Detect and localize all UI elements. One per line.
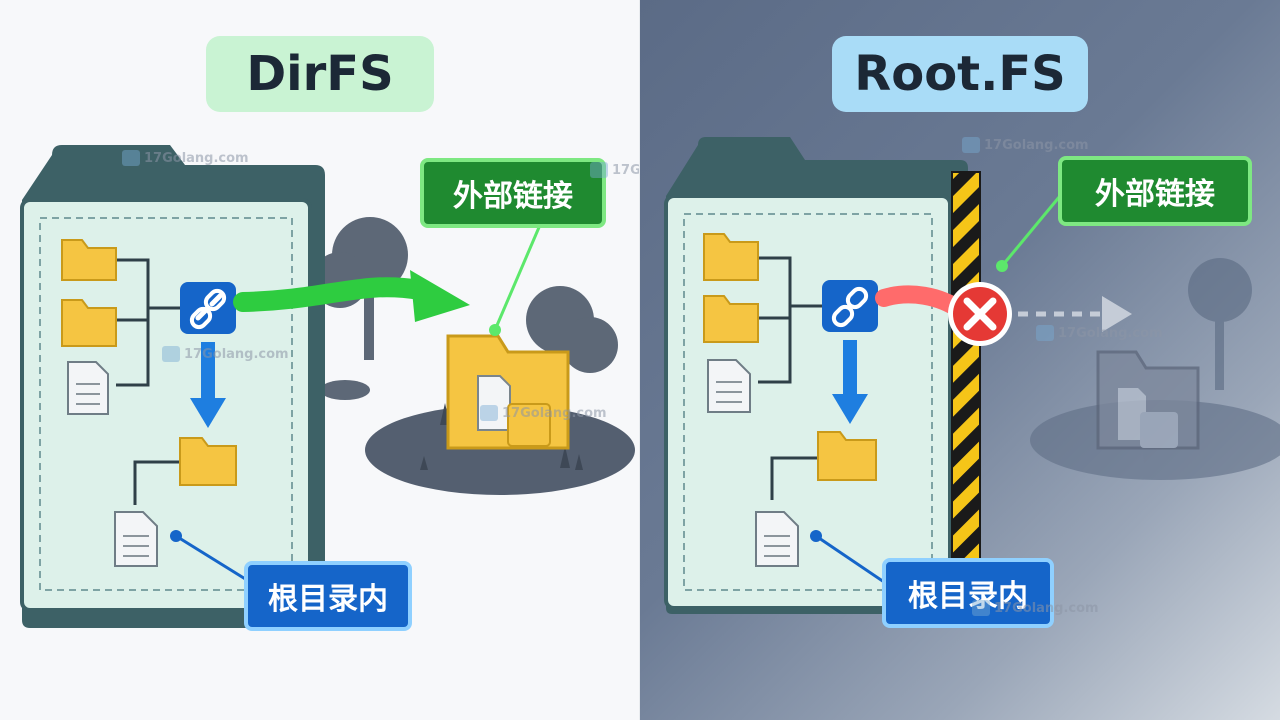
rootfs-panel: Root.FS xyxy=(640,0,1280,720)
watermark: 17Golang.com xyxy=(962,137,1089,153)
folder-icon xyxy=(703,295,759,343)
external-callout-dot xyxy=(996,260,1008,272)
dirfs-panel: DirFS xyxy=(20,36,640,631)
external-callout-line xyxy=(493,224,542,331)
in-root-callout: 根目录内 xyxy=(882,558,1054,628)
internal-callout-dot xyxy=(170,530,182,542)
external-link-callout: 外部链接 xyxy=(420,158,606,228)
internal-callout-line xyxy=(815,534,891,588)
tree-lines xyxy=(116,258,180,505)
external-callout-dot xyxy=(489,324,501,336)
symlink-icon xyxy=(822,280,878,332)
internal-callout-line xyxy=(175,534,256,587)
faded-external-folder-icon xyxy=(1096,350,1200,450)
dirfs-diagram xyxy=(20,145,635,628)
down-arrow xyxy=(832,340,868,424)
external-callout-line xyxy=(1000,195,1062,267)
watermark: 17Golang.com xyxy=(122,150,249,166)
in-root-callout: 根目录内 xyxy=(244,561,412,631)
rootfs-diagram xyxy=(664,137,1280,614)
watermark-logo-icon xyxy=(480,405,498,421)
watermark: 17Golang.com xyxy=(480,405,607,421)
watermark: 17Golang.com xyxy=(972,600,1099,616)
watermark-logo-icon xyxy=(1036,325,1054,341)
folder-icon xyxy=(817,431,877,481)
watermark: 17Golang.com xyxy=(590,162,640,178)
external-link-callout: 外部链接 xyxy=(1058,156,1252,226)
allowed-arrow-head xyxy=(410,270,470,322)
folder-icon xyxy=(703,233,759,281)
file-icon xyxy=(67,361,109,415)
hazard-barrier xyxy=(951,171,981,561)
folder-icon xyxy=(179,437,237,486)
dirfs-title: DirFS xyxy=(206,36,434,112)
watermark-logo-icon xyxy=(962,137,980,153)
folder-icon xyxy=(61,239,117,281)
folder-icon xyxy=(61,299,117,347)
external-folder-icon xyxy=(446,334,570,450)
file-icon xyxy=(707,359,751,413)
file-icon xyxy=(114,511,158,567)
watermark-logo-icon xyxy=(972,600,990,616)
tree-lines xyxy=(758,256,822,500)
symlink-icon xyxy=(180,282,236,334)
rootfs-title: Root.FS xyxy=(832,36,1088,112)
watermark: 17Golang.com xyxy=(162,346,289,362)
down-arrow xyxy=(190,342,226,428)
watermark-logo-icon xyxy=(162,346,180,362)
allowed-arrow xyxy=(233,277,430,312)
internal-callout-dot xyxy=(810,530,822,542)
blocked-dashed-arrow-head xyxy=(1102,296,1132,332)
watermark-logo-icon xyxy=(122,150,140,166)
watermark: 17Golang.com xyxy=(1036,325,1163,341)
file-icon xyxy=(755,511,799,567)
watermark-logo-icon xyxy=(590,162,608,178)
